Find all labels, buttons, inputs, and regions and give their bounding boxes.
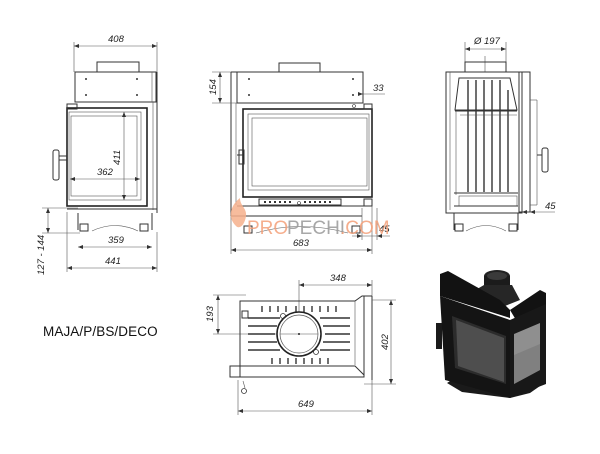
dim-door-height: 411 [112,150,123,165]
top-view: 348 193 [205,273,396,415]
dim-flue-offset-y: 193 [205,305,216,322]
front-left-view: 408 411 362 [36,34,158,275]
dim-leg-height: 127 - 144 [36,235,47,275]
heat-fins [467,80,509,192]
watermark-pro: PRO [247,218,288,239]
dim-flue-diameter: Ø 197 [473,36,501,47]
side-view: Ø 197 [445,36,556,232]
top-fins [248,306,350,364]
dim-side-right-offset: 45 [545,201,556,212]
dim-top-height: 154 [208,79,219,95]
dim-flue-offset-x: 348 [330,273,347,284]
dim-top-width: 408 [108,34,125,45]
watermark-com: .COM [340,218,390,239]
render-3d [436,270,546,398]
model-label: MAJA/P/BS/DECO [43,324,158,339]
dim-width: 649 [298,399,315,410]
flame-icon [230,198,247,228]
dim-offset-right: 33 [373,83,384,94]
watermark-pechi: PECHI [287,218,345,239]
dim-depth: 402 [380,333,391,350]
dim-door-width: 362 [97,167,114,178]
front-main-view: 154 33 [208,62,390,254]
air-vents [264,201,331,203]
dim-total-width: 683 [293,238,310,249]
dim-base-width: 441 [105,256,121,267]
dim-leg-span: 359 [108,235,125,246]
watermark: PRO PECHI .COM [230,198,390,239]
dim-right-offset-bottom: 45 [379,224,390,235]
